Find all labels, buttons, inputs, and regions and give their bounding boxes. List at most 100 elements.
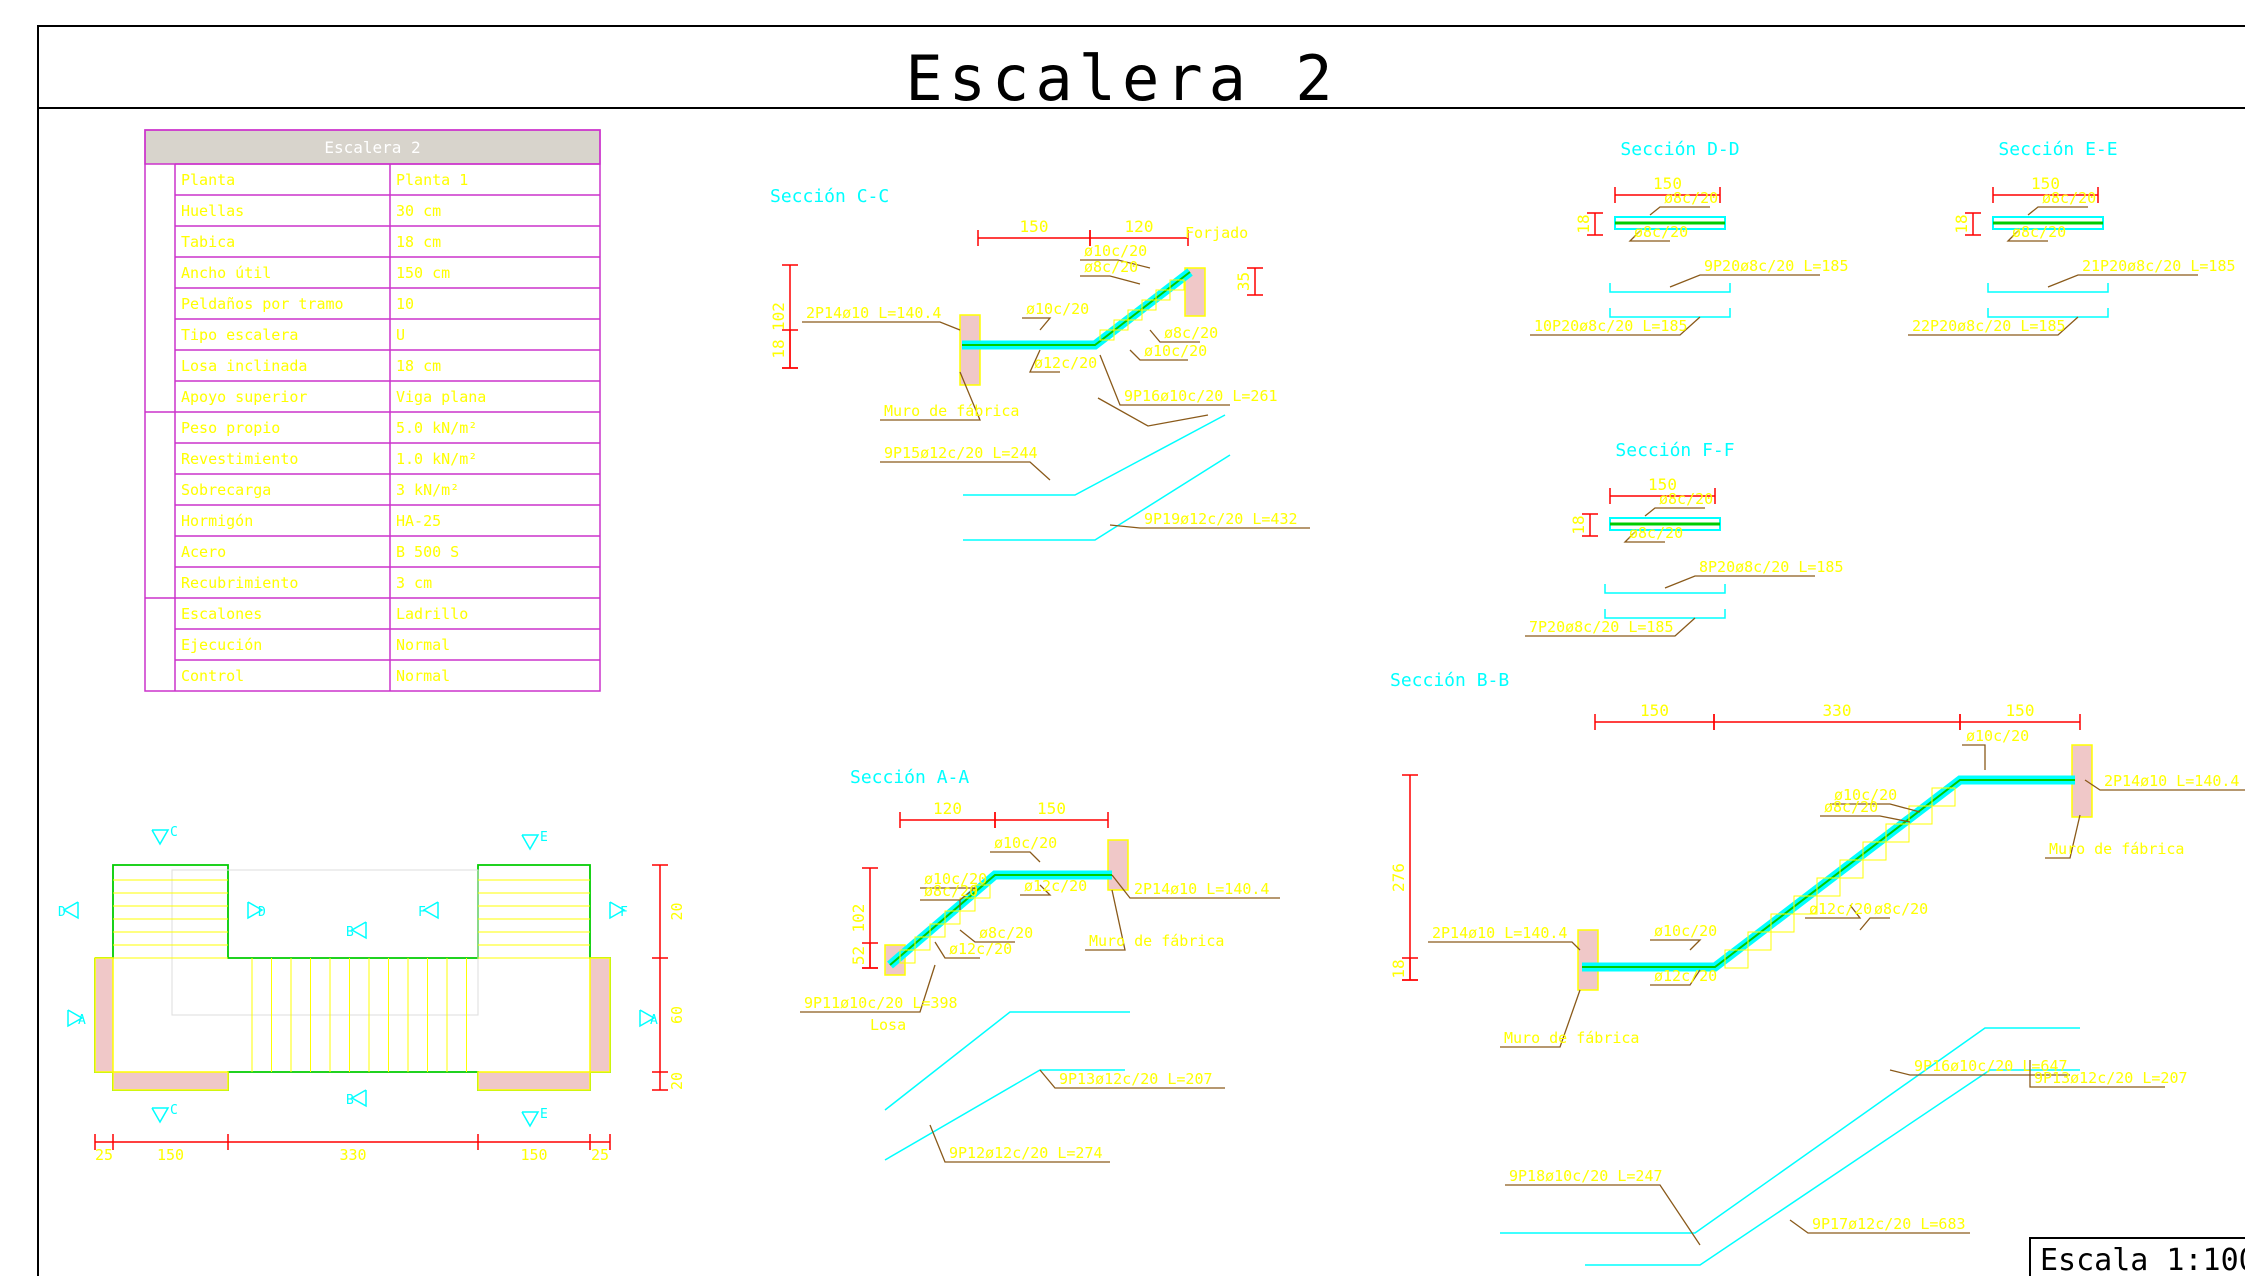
leader-line: [1830, 803, 1921, 813]
section-marker-arrow: [639, 1009, 656, 1028]
rebar-label: ø8c/20: [1874, 900, 1928, 918]
step-outline: [1169, 279, 1185, 291]
section-marker-arrow: [521, 834, 540, 851]
leader-line: [1623, 531, 1665, 543]
table-row-label: Control: [181, 667, 244, 685]
wall-block: [959, 314, 981, 386]
rebar-label: ø10c/20: [994, 834, 1057, 852]
rebar-label: 2P14ø10 L=140.4: [806, 304, 941, 322]
dimension-label: 18: [1569, 515, 1588, 534]
rebar-shape: [884, 1011, 1130, 1111]
section-marker-letter: C: [170, 825, 178, 840]
dimension-label: 52: [849, 946, 868, 965]
table-row-value: 3 cm: [396, 574, 432, 592]
rebar-shape: [1585, 1069, 2080, 1266]
step-outline: [1885, 823, 1910, 843]
step-outline: [1099, 329, 1115, 341]
section-marker-arrow: [67, 1009, 84, 1028]
leader-line: [1859, 917, 1890, 931]
table-row-value: HA-25: [396, 512, 441, 530]
table-row-value: 18 cm: [396, 233, 441, 251]
slab-rebar: [962, 271, 1191, 346]
dimension-label: 330: [1823, 701, 1852, 720]
section-e-e: Sección E-E15018ø8c/20ø8c/2021P20ø8c/20 …: [1908, 139, 2236, 336]
section-title: Sección B-B: [1390, 670, 1509, 691]
rebar-label: 9P15ø12c/20 L=244: [884, 444, 1038, 462]
dimension-label: 25: [591, 1146, 609, 1164]
step-outline: [1931, 787, 1956, 807]
leader-line: [1097, 397, 1209, 427]
wall-block: [1107, 839, 1129, 891]
rebar-label: 9P17ø12c/20 L=683: [1812, 1215, 1966, 1233]
leader-line: [959, 929, 1015, 943]
rebar-shape: [1609, 308, 1731, 318]
rebar-label: ø8c/20: [924, 882, 978, 900]
rebar-label: 22P20ø8c/20 L=185: [1912, 317, 2066, 335]
rebar-label: ø8c/20: [1634, 223, 1688, 241]
leader-line: [1039, 1069, 1225, 1089]
rebar-label: 9P16ø10c/20 L=647: [1914, 1057, 2068, 1075]
dimension-label: 35: [1234, 272, 1253, 291]
plan-opening: [171, 869, 479, 1016]
leader-line: [2047, 274, 2198, 288]
leader-line: [1149, 329, 1200, 343]
leader-line: [1644, 507, 1705, 517]
leader-line: [929, 1124, 1110, 1163]
leader-line: [1080, 259, 1151, 269]
rebar-label: ø10c/20: [1144, 342, 1207, 360]
step-outline: [1770, 913, 1795, 933]
rebar-label: ø8c/20: [1664, 189, 1718, 207]
leader-line: [2006, 230, 2048, 242]
leader-line: [990, 851, 1041, 863]
section-marker-arrow: [151, 1107, 170, 1124]
leader-line: [1109, 524, 1310, 529]
plan-wall: [112, 1071, 229, 1091]
dimension-label: 150: [1648, 475, 1677, 494]
dimension-label: 18: [769, 339, 788, 358]
section-marker-letter: D: [58, 905, 66, 920]
slab-rebar: [1582, 779, 2075, 968]
dimension-label: 18: [1574, 214, 1593, 233]
section-marker-letter: F: [418, 905, 426, 920]
step-outline: [1155, 289, 1171, 301]
table-row-label: Apoyo superior: [181, 388, 307, 406]
leader-line: [1028, 349, 1060, 373]
section-marker-arrow: [422, 901, 439, 920]
table-row-value: 10: [396, 295, 414, 313]
leader-line: [1530, 316, 1701, 336]
table-row-value: 30 cm: [396, 202, 441, 220]
section-marker-arrow: [151, 829, 170, 846]
leader-line: [1505, 1184, 1701, 1246]
rebar-label: ø12c/20: [1024, 877, 1087, 895]
rebar-shape: [1609, 283, 1731, 293]
dimension-label: 150: [2006, 701, 2035, 720]
step-outline: [1862, 841, 1887, 861]
rebar-label: 9P20ø8c/20 L=185: [1704, 257, 1849, 275]
leader-line: [1650, 939, 1702, 951]
dimension-label: 150: [520, 1146, 547, 1164]
step-outline: [914, 936, 931, 951]
rebar-label: 7P20ø8c/20 L=185: [1529, 618, 1674, 636]
step-outline: [1113, 319, 1129, 331]
leader-line: [1129, 349, 1188, 361]
table-row-label: Huellas: [181, 202, 244, 220]
table-row-value: B 500 S: [396, 543, 459, 561]
section-marker-arrow: [350, 1089, 367, 1108]
dimension-label: 102: [769, 302, 788, 331]
leader-line: [880, 371, 981, 421]
section-marker-arrow: [521, 1111, 540, 1128]
leader-line: [802, 321, 961, 331]
dimension-label: 150: [1653, 174, 1682, 193]
wall-label: Muro de fábrica: [1504, 1029, 1639, 1047]
rebar-shape: [963, 454, 1231, 541]
rebar-shape: [1987, 308, 2109, 318]
table-header-text: Escalera 2: [324, 138, 420, 157]
leader-line: [1962, 744, 1986, 770]
table-row-value: Ladrillo: [396, 605, 468, 623]
rebar-label: ø8c/20: [2042, 189, 2096, 207]
table-frame: [144, 129, 601, 692]
